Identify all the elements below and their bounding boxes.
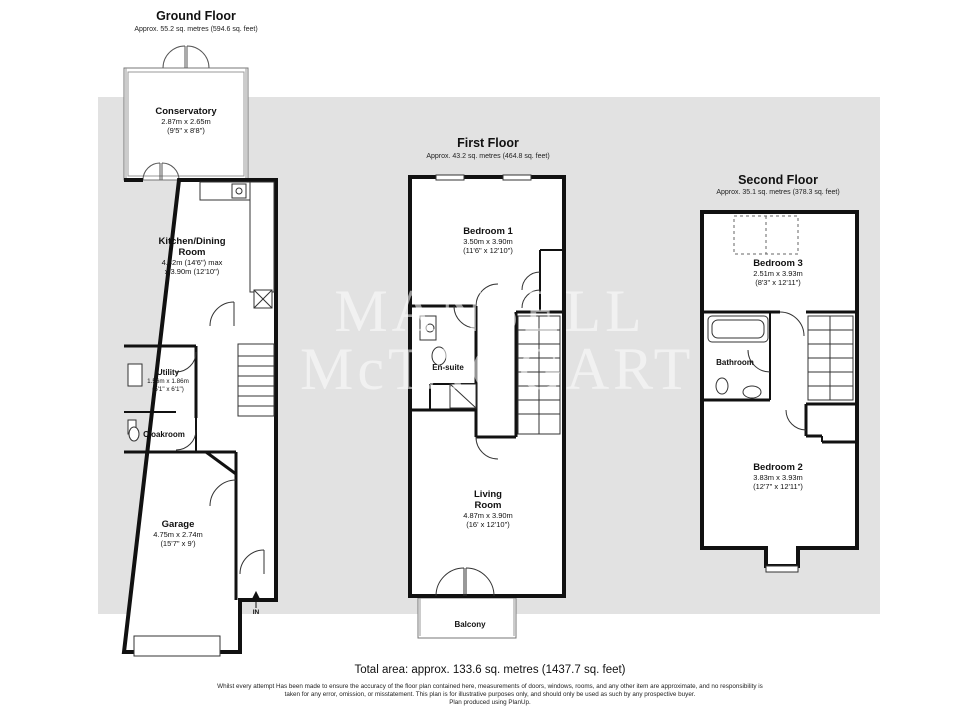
first-floor-plan [408,174,566,639]
kitchen-name-1: Kitchen/Dining [158,236,226,247]
bedroom-1-name: Bedroom 1 [463,226,513,237]
kitchen-dim-1: 4.42m (14'6") max [161,258,223,267]
living-dim-m: 4.87m x 3.90m [463,511,513,520]
disclaimer-line-1: Whilst every attempt Has been made to en… [217,683,763,690]
bedroom-2-dim-m: 3.83m x 3.93m [753,473,803,482]
bedroom-2-name: Bedroom 2 [753,462,803,473]
total-area: Total area: approx. 133.6 sq. metres (14… [354,664,626,676]
kitchen-name-2: Room [178,247,206,258]
garage-name: Garage [161,519,195,530]
room-label-living-room: Living Room 4.87m x 3.90m (16' x 12'10") [438,489,538,529]
watermark: MANSELL McTAGGART [300,278,695,402]
conservatory-name: Conservatory [155,106,217,117]
room-label-conservatory: Conservatory 2.87m x 2.65m (9'5" x 8'8") [136,106,236,135]
watermark-line-2: McTAGGART [300,336,695,402]
room-label-garage: Garage 4.75m x 2.74m (15'7" x 9') [128,519,228,548]
kitchen-dim-2: x 3.90m (12'10") [164,267,220,276]
bedroom-3-dim-m: 2.51m x 3.93m [753,269,803,278]
second-floor-title: Second Floor [738,173,818,187]
ground-floor-area: Approx. 55.2 sq. metres (594.6 sq. feet) [134,26,258,33]
watermark-line-1: MANSELL [334,278,646,344]
utility-dim-ft: (5'1" x 6'1") [152,385,184,393]
garage-dim-m: 4.75m x 2.74m [153,530,203,539]
room-label-bedroom-1: Bedroom 1 3.50m x 3.90m (11'6" x 12'10") [438,226,538,255]
room-label-bedroom-2: Bedroom 2 3.83m x 3.93m (12'7" x 12'11") [728,462,828,491]
balcony-name: Balcony [454,620,486,629]
ensuite-name: En-suite [432,363,464,372]
bathroom-name: Bathroom [716,358,754,367]
bedroom-3-name: Bedroom 3 [753,258,803,269]
room-label-bedroom-3: Bedroom 3 2.51m x 3.93m (8'3" x 12'11") [728,258,828,287]
utility-name: Utility [156,368,180,377]
bedroom-3-dim-ft: (8'3" x 12'11") [755,278,801,287]
bedroom-2-dim-ft: (12'7" x 12'11") [753,482,803,491]
disclaimer-line-2: taken for any error, omission, or missta… [284,691,696,698]
room-label-cloakroom: Cloakroom [136,429,192,440]
second-floor-plan [700,210,859,573]
second-floor-area: Approx. 35.1 sq. metres (378.3 sq. feet) [716,189,840,196]
room-label-balcony: Balcony [440,619,500,630]
disclaimer: Whilst every attempt Has been made to en… [90,683,890,707]
conservatory-dim-m: 2.87m x 2.65m [161,117,211,126]
ground-floor-walls [121,178,278,654]
first-floor-title: First Floor [457,136,519,150]
ground-floor-plan [121,45,278,657]
bedroom-1-dim-ft: (11'6" x 12'10") [463,246,513,255]
entrance-label: IN [252,609,260,616]
room-label-utility: Utility 1.56m x 1.86m (5'1" x 6'1") [140,367,196,393]
garage-dim-ft: (15'7" x 9') [160,539,196,548]
room-label-kitchen: Kitchen/Dining Room 4.42m (14'6") max x … [136,236,248,276]
disclaimer-line-3: Plan produced using PlanUp. [449,699,531,706]
cloakroom-name: Cloakroom [143,430,185,439]
first-floor-area: Approx. 43.2 sq. metres (464.8 sq. feet) [426,153,550,160]
room-label-bathroom: Bathroom [710,357,760,368]
room-label-ensuite: En-suite [426,362,470,373]
ground-floor-title: Ground Floor [156,9,236,23]
balcony-outline [417,597,517,639]
utility-dim-m: 1.56m x 1.86m [147,378,189,385]
conservatory-dim-ft: (9'5" x 8'8") [167,126,205,135]
bedroom-1-dim-m: 3.50m x 3.90m [463,237,513,246]
living-name-2: Room [474,500,502,511]
living-name-1: Living [474,489,502,500]
living-dim-ft: (16' x 12'10") [466,520,510,529]
